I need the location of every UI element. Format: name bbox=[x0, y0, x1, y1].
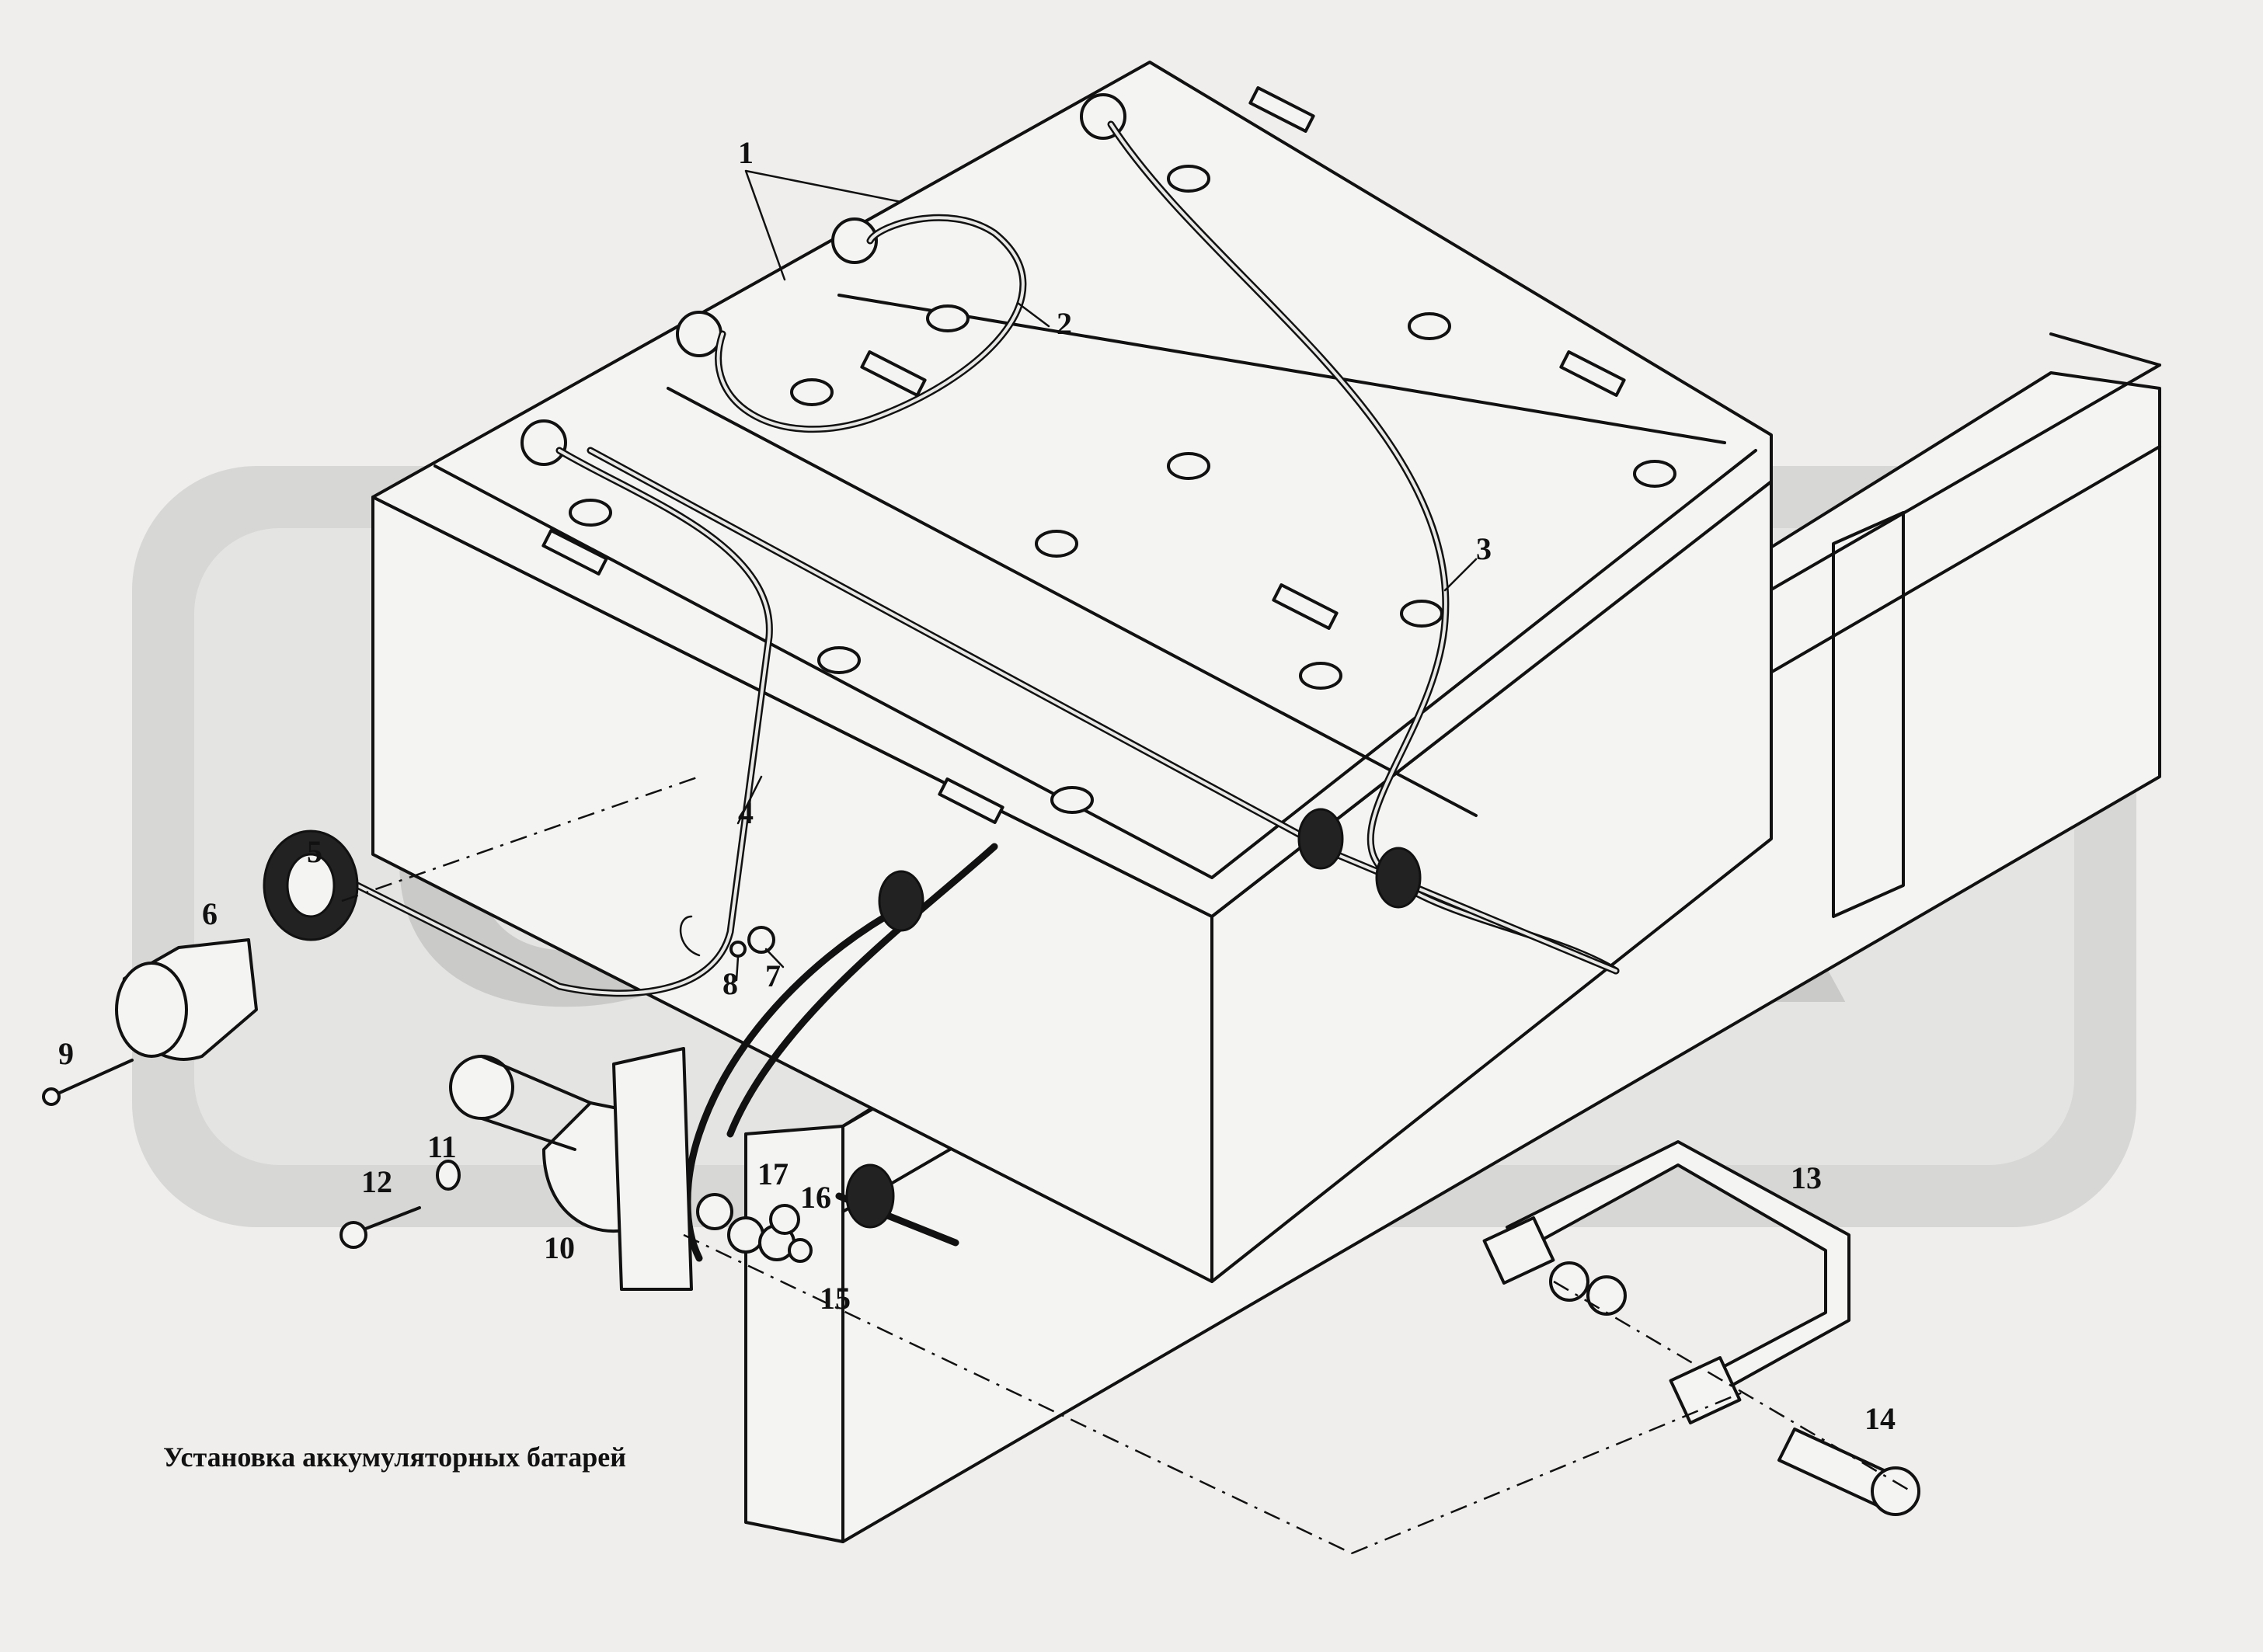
battery-divider bbox=[667, 387, 1478, 817]
switch-cover-assembly bbox=[42, 829, 359, 1106]
lid-lug bbox=[938, 777, 1004, 824]
callout-16: 16 bbox=[800, 1180, 831, 1215]
callouts: 1 2 3 4 5 6 7 8 9 10 11 12 13 14 15 16 1… bbox=[58, 135, 1896, 1436]
callout-3: 3 bbox=[1476, 531, 1492, 566]
cell-cap bbox=[569, 499, 612, 527]
grommet bbox=[1375, 847, 1422, 909]
cell-cap bbox=[1408, 312, 1451, 340]
washer-8 bbox=[729, 941, 747, 958]
frame-rail-end-edge bbox=[2049, 332, 2161, 367]
callout-5: 5 bbox=[307, 834, 322, 869]
terminal-clamp bbox=[520, 419, 567, 466]
callout-9: 9 bbox=[58, 1036, 74, 1071]
grommet-16 bbox=[845, 1163, 895, 1229]
switch-terminal-nuts bbox=[696, 1193, 813, 1263]
leader-1 bbox=[744, 169, 903, 281]
cell-cap bbox=[790, 378, 834, 406]
callout-10: 10 bbox=[544, 1230, 575, 1265]
battery-box-lid-rim bbox=[433, 449, 1757, 879]
lid-lug bbox=[1559, 350, 1626, 397]
harness-cable-2 bbox=[726, 843, 998, 1138]
switch-mounting-bracket bbox=[612, 1047, 693, 1291]
leader-lines bbox=[735, 169, 1478, 982]
callout-1: 1 bbox=[738, 135, 754, 170]
battery-divider-2 bbox=[837, 294, 1726, 444]
cell-cap bbox=[1035, 530, 1078, 558]
leader-4 bbox=[736, 775, 763, 825]
leader-2 bbox=[1016, 301, 1050, 328]
callout-4: 4 bbox=[738, 795, 754, 830]
strap-nut bbox=[1586, 1275, 1627, 1316]
callout-8: 8 bbox=[722, 966, 738, 1001]
cell-cap bbox=[1050, 786, 1094, 814]
nut-7 bbox=[747, 926, 775, 954]
bolt-14-head bbox=[1871, 1466, 1920, 1516]
assembly-axes bbox=[341, 775, 1912, 1555]
cable-clip bbox=[679, 915, 701, 957]
washer-15 bbox=[788, 1238, 813, 1263]
terminal-clamp bbox=[676, 311, 722, 357]
callout-11: 11 bbox=[427, 1129, 457, 1164]
callout-14: 14 bbox=[1864, 1401, 1896, 1436]
grommet bbox=[878, 870, 924, 932]
washer-11 bbox=[436, 1160, 461, 1191]
cell-cap bbox=[1167, 165, 1210, 193]
grommet bbox=[1297, 808, 1344, 870]
grommets bbox=[845, 808, 1422, 1229]
leader-3 bbox=[1443, 558, 1478, 592]
battery-switch bbox=[339, 1047, 813, 1291]
callout-2: 2 bbox=[1057, 306, 1072, 341]
callout-6: 6 bbox=[202, 896, 218, 931]
leader-8 bbox=[735, 955, 740, 982]
callout-7: 7 bbox=[765, 958, 781, 993]
frame-crossmember-post bbox=[1832, 511, 1905, 918]
lid-lug bbox=[1272, 583, 1339, 630]
cell-cap bbox=[1633, 460, 1676, 488]
callout-17: 17 bbox=[757, 1156, 789, 1191]
callout-15: 15 bbox=[820, 1281, 851, 1316]
diagram-caption: Установка аккумуляторных батарей bbox=[163, 1442, 626, 1473]
cell-cap bbox=[817, 646, 861, 674]
cell-caps bbox=[569, 165, 1676, 814]
strap-washer bbox=[1549, 1261, 1589, 1302]
callout-12: 12 bbox=[361, 1164, 392, 1199]
strap-lug-2 bbox=[1669, 1356, 1742, 1424]
lid-lug bbox=[1248, 86, 1315, 133]
callout-13: 13 bbox=[1791, 1160, 1822, 1195]
cell-cap bbox=[926, 304, 970, 332]
cell-cap bbox=[1299, 662, 1342, 690]
switch-cap-face bbox=[115, 962, 188, 1058]
leader-7 bbox=[764, 948, 785, 969]
battery-terminals bbox=[520, 93, 1126, 466]
cell-cap bbox=[1400, 600, 1443, 628]
lid-lug bbox=[541, 529, 608, 576]
screw-9 bbox=[53, 1059, 134, 1097]
nut-17 bbox=[769, 1204, 800, 1235]
cell-cap bbox=[1167, 452, 1210, 480]
lid-lugs bbox=[541, 86, 1626, 824]
ground-strap bbox=[1482, 1140, 1920, 1516]
strap-lug-1 bbox=[1482, 1216, 1555, 1285]
terminal-clamp bbox=[831, 217, 878, 264]
lid-lug bbox=[860, 350, 927, 397]
